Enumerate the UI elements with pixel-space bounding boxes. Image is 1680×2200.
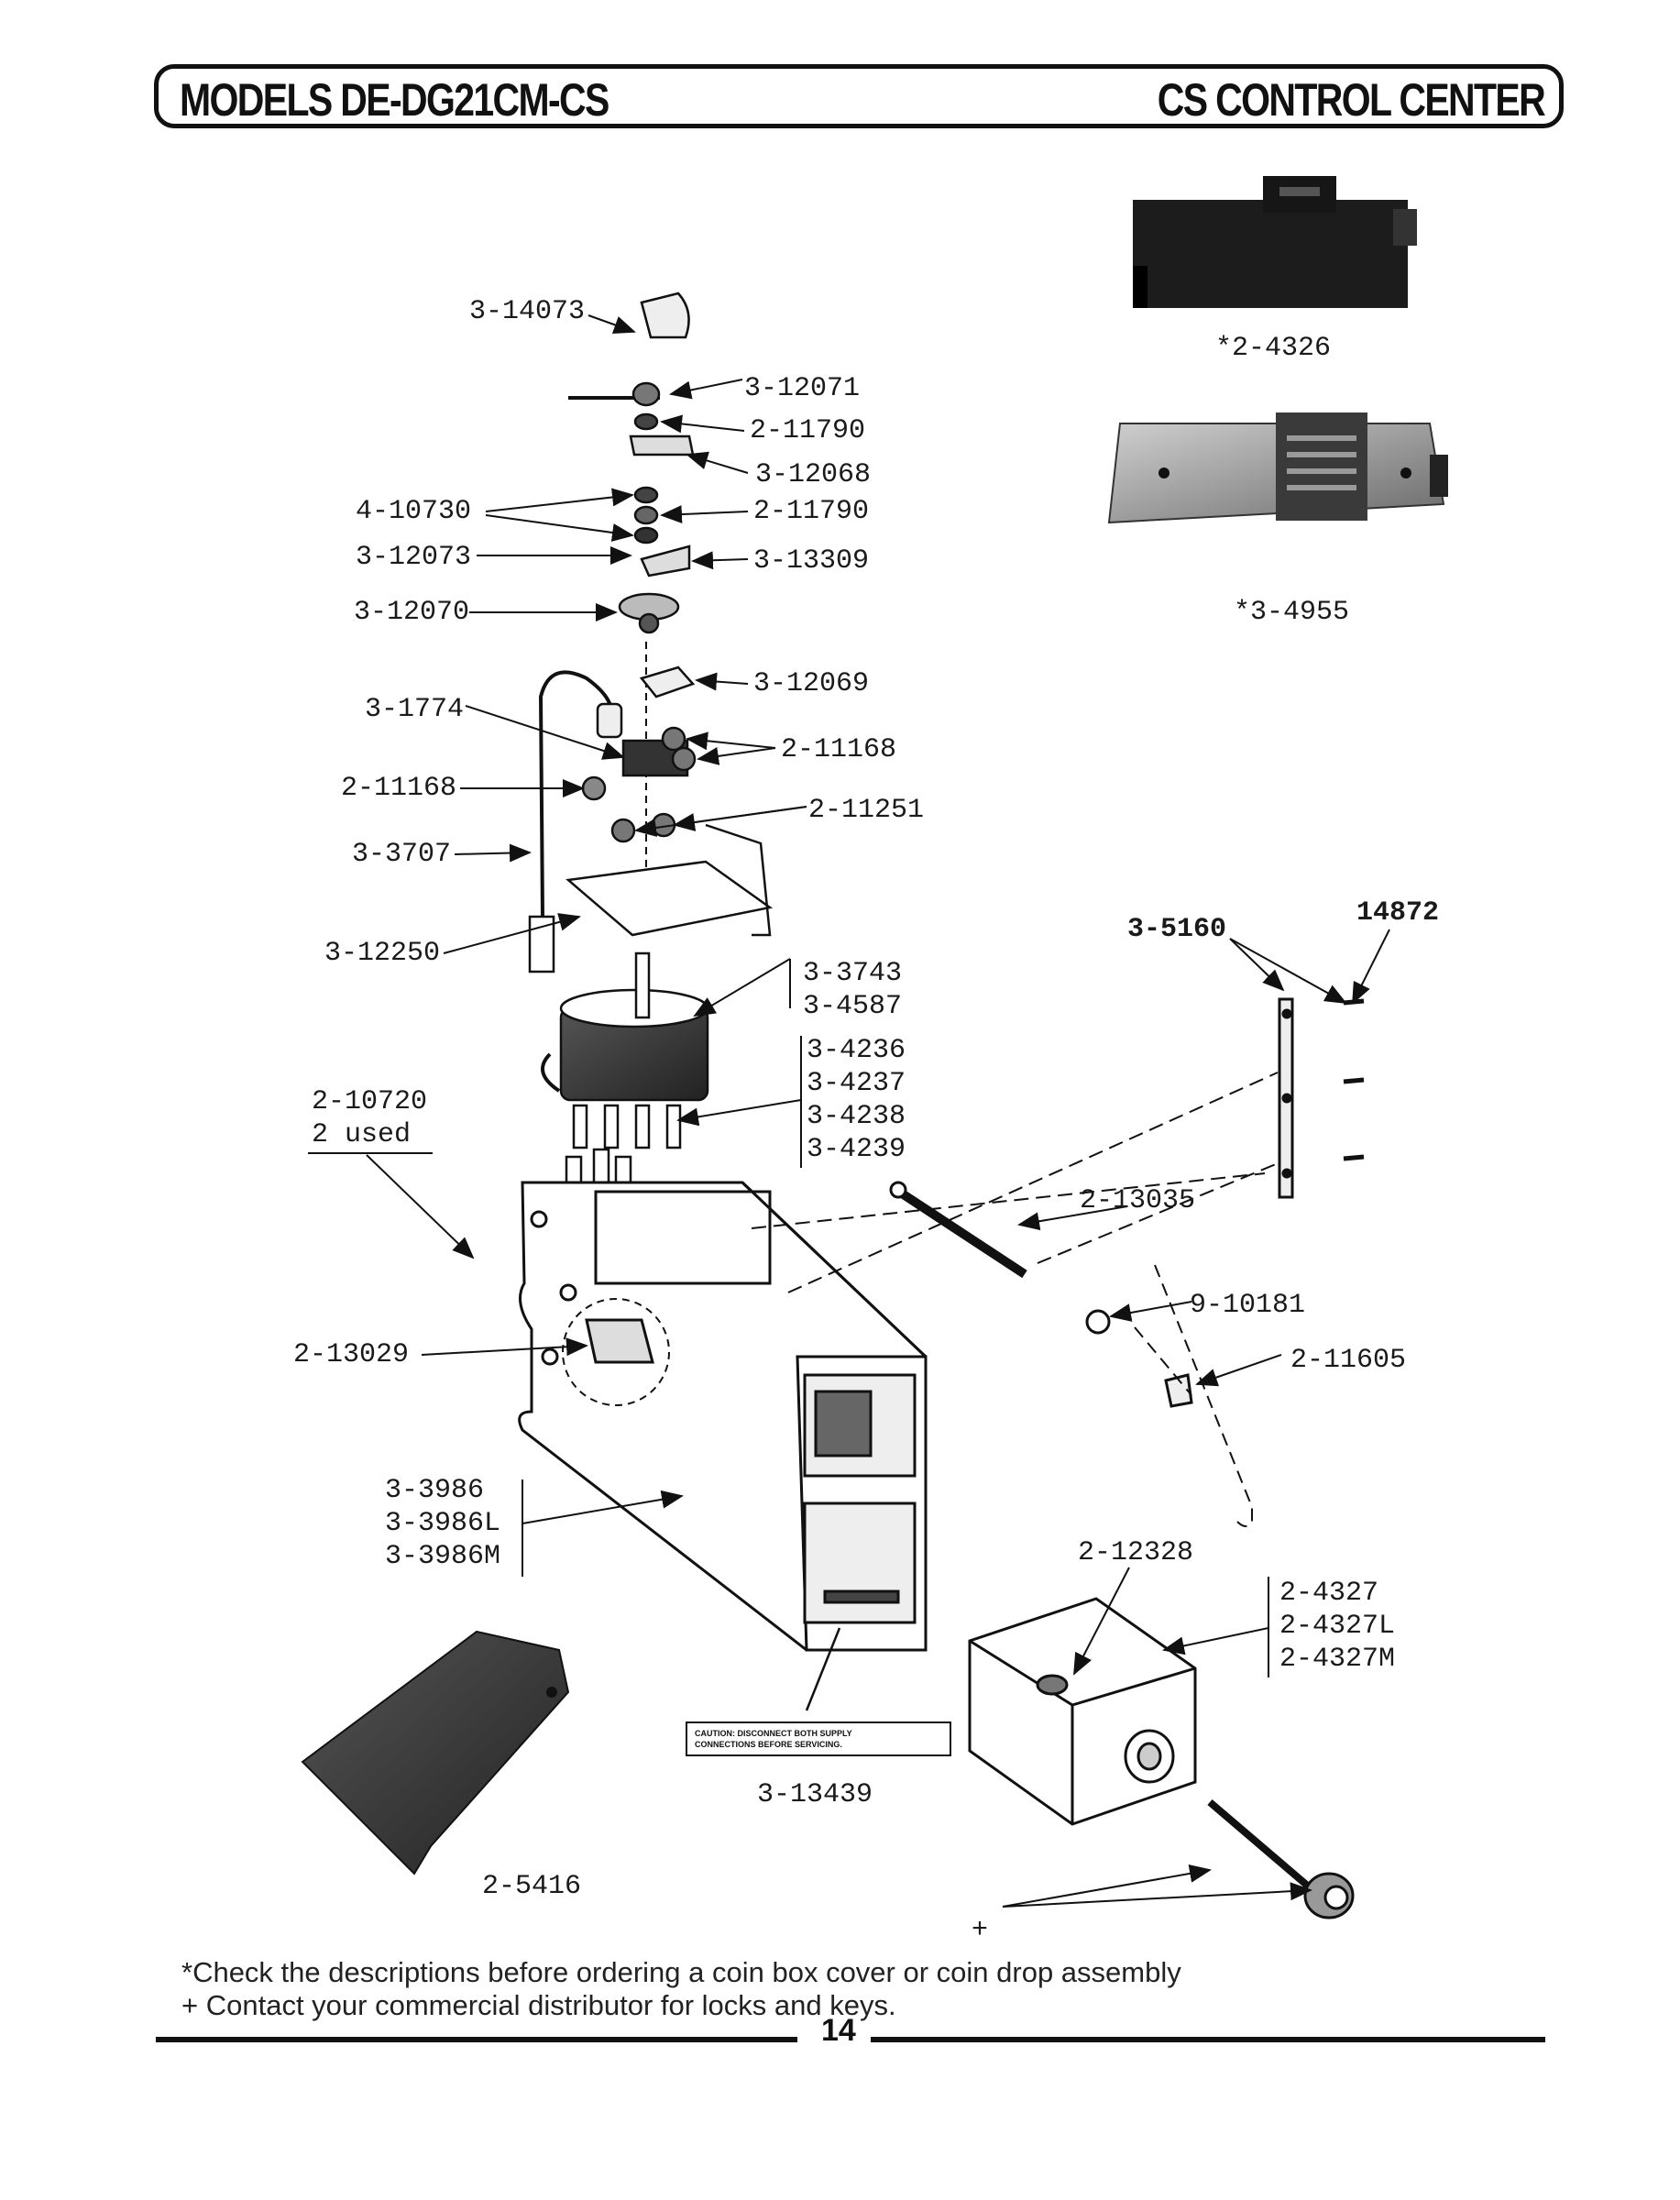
shaft-and-bracket <box>751 997 1365 1527</box>
part-label: 3-4237 <box>807 1068 906 1099</box>
part-label: 2-13029 <box>293 1339 410 1370</box>
part-label: 3-14073 <box>469 296 586 327</box>
caution-leader <box>805 1627 841 1711</box>
part-label: 2-11790 <box>753 496 870 527</box>
part-label: 3-3986L <box>385 1508 501 1539</box>
part-label: 2-4327L <box>1279 1611 1396 1642</box>
part-label: 3-13309 <box>753 545 870 577</box>
part-label: 9-10181 <box>1190 1290 1306 1321</box>
control-center-cabinet <box>518 1181 928 1652</box>
part-label: 2-4327 <box>1279 1578 1379 1609</box>
part-label: 2-11605 <box>1290 1345 1407 1376</box>
part-label: 3-4238 <box>807 1101 906 1132</box>
page-number: 14 <box>821 2013 856 2048</box>
part-label: 3-12250 <box>324 938 441 969</box>
part-label: 3-3986 <box>385 1475 485 1506</box>
caution-label: CAUTION: DISCONNECT BOTH SUPPLY CONNECTI… <box>686 1722 951 1756</box>
selector-switch-stack <box>528 292 774 1192</box>
footnote-coin-box: *Check the descriptions before ordering … <box>181 1956 1181 1988</box>
part-label: 3-1774 <box>365 694 465 725</box>
part-label: 2-13035 <box>1080 1185 1196 1216</box>
section-title: CS CONTROL CENTER <box>1157 74 1546 126</box>
caution-line-1: CAUTION: DISCONNECT BOTH SUPPLY <box>695 1729 852 1738</box>
footnote-locks-keys: + Contact your commercial distributor fo… <box>181 1989 896 2021</box>
footer-rule-left <box>156 2037 797 2042</box>
footer-rule-right <box>871 2037 1545 2042</box>
part-label: 3-12069 <box>753 668 870 699</box>
header-frame <box>154 64 1564 128</box>
part-label: *3-4955 <box>1234 597 1350 628</box>
part-label: 3-4239 <box>807 1134 906 1165</box>
part-label: 2-11790 <box>750 415 866 446</box>
coin-box-cover-photo <box>1133 176 1417 308</box>
part-label: 3-3743 <box>803 958 903 989</box>
part-label: 3-12071 <box>744 373 861 404</box>
lock-and-key <box>1207 1798 1355 1920</box>
model-title: MODELS DE-DG21CM-CS <box>180 74 609 126</box>
part-label: 3-4236 <box>807 1035 906 1066</box>
part-label: 4-10730 <box>356 496 472 527</box>
coin-box-drawer <box>968 1597 1197 1826</box>
plus-mark: + <box>972 1915 989 1946</box>
part-label: 3-12068 <box>755 459 872 490</box>
caution-line-2: CONNECTIONS BEFORE SERVICING. <box>695 1740 842 1749</box>
part-label: 2-10720 <box>312 1086 428 1117</box>
part-label: 2-5416 <box>482 1871 582 1902</box>
coin-drop-assembly-photo <box>1107 412 1448 524</box>
leader-lines <box>308 314 1390 1908</box>
part-label: *2-4326 <box>1215 333 1332 364</box>
part-label: 2-12328 <box>1078 1537 1194 1568</box>
part-label: 3-3986M <box>385 1541 501 1572</box>
part-label: 3-5160 <box>1127 914 1227 945</box>
part-label: 3-12073 <box>356 542 472 573</box>
part-note: 2 used <box>312 1119 412 1150</box>
part-label: 3-12070 <box>354 597 470 628</box>
part-label: 3-3707 <box>352 839 452 870</box>
part-label: 3-4587 <box>803 991 903 1022</box>
part-label: 2-11168 <box>341 773 457 804</box>
base-plate <box>301 1630 570 1876</box>
part-label: 14872 <box>1356 897 1440 929</box>
part-label: 2-11251 <box>808 795 925 826</box>
part-label: 3-13439 <box>757 1779 873 1810</box>
part-label: 2-4327M <box>1279 1644 1396 1675</box>
part-label: 2-11168 <box>781 734 897 765</box>
